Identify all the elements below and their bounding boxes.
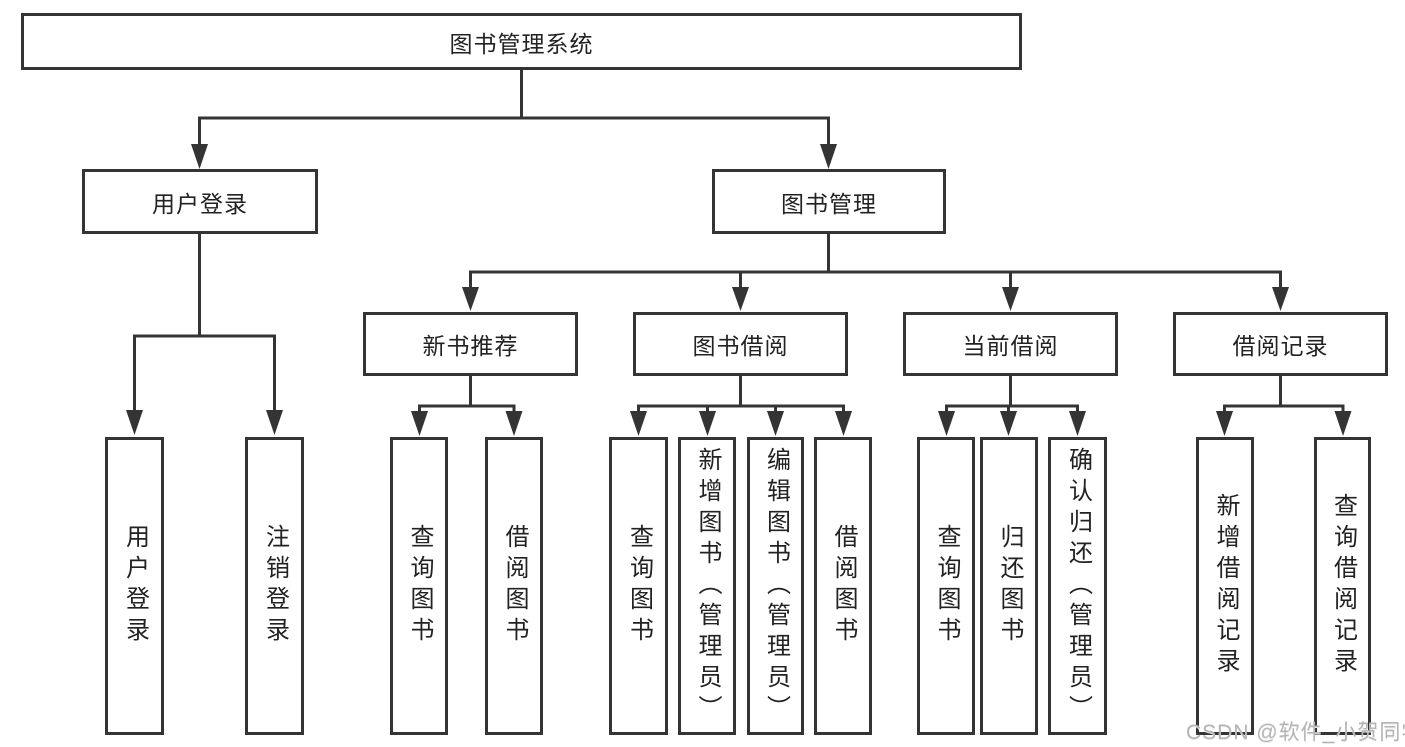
edge-bookborrow-to-leaves	[630, 376, 852, 436]
node-label: 借阅记录	[1232, 333, 1329, 359]
node-label: 新增借阅记录	[1212, 493, 1239, 679]
node-label: 归还图书	[996, 524, 1023, 648]
node-label: 新书推荐	[422, 333, 519, 359]
node-label: 编辑图书（管理员）	[762, 446, 790, 726]
node-label: 图书借阅	[692, 333, 789, 359]
node-label: 借阅图书	[501, 524, 528, 648]
node-user-login: 用户登录	[82, 169, 318, 234]
node-new-book-recommend: 新书推荐	[363, 312, 578, 376]
leaf-query-books-borrow: 查询图书	[609, 437, 668, 735]
leaf-confirm-return-admin: 确认归还（管理员）	[1048, 437, 1107, 735]
node-book-borrowing: 图书借阅	[633, 312, 848, 376]
node-label: 查询借阅记录	[1329, 493, 1357, 679]
leaf-logout: 注销登录	[245, 437, 304, 735]
node-label: 用户登录	[152, 190, 248, 217]
node-label: 图书管理系统	[449, 30, 594, 57]
leaf-query-borrow-record: 查询借阅记录	[1314, 437, 1371, 735]
node-label: 当前借阅	[962, 333, 1059, 359]
node-label: 用户登录	[121, 524, 149, 648]
leaf-add-borrow-record: 新增借阅记录	[1196, 437, 1254, 735]
edge-newbookrec-to-leaves	[411, 376, 523, 436]
node-label: 注销登录	[261, 524, 289, 648]
node-borrowing-records: 借阅记录	[1173, 312, 1388, 376]
leaf-borrow-books: 借阅图书	[814, 437, 872, 735]
node-book-management: 图书管理	[712, 169, 946, 234]
leaf-query-books-current: 查询图书	[917, 437, 975, 735]
node-root-system: 图书管理系统	[21, 13, 1022, 70]
edge-currentborrow-to-leaves	[938, 376, 1086, 436]
node-label: 查询图书	[625, 524, 653, 648]
csdn-watermark: CSDN @软件_小贺同学	[1186, 721, 1405, 744]
leaf-return-book: 归还图书	[980, 437, 1038, 735]
leaf-query-books-recommend: 查询图书	[390, 437, 448, 735]
edge-root-to-level2	[191, 69, 837, 169]
leaf-borrow-books-recommend: 借阅图书	[485, 437, 543, 735]
leaf-add-book-admin: 新增图书（管理员）	[678, 437, 736, 735]
edge-bookmgmt-to-level3	[462, 233, 1289, 311]
leaf-edit-book-admin: 编辑图书（管理员）	[747, 437, 804, 735]
node-label: 新增图书（管理员）	[694, 446, 721, 726]
node-current-borrowing: 当前借阅	[903, 312, 1118, 376]
leaf-user-login: 用户登录	[105, 437, 164, 735]
node-label: 查询图书	[933, 524, 960, 648]
edge-borrowrecords-to-leaves	[1216, 376, 1352, 436]
edge-userlogin-to-leaves	[126, 233, 283, 435]
node-label: 查询图书	[406, 524, 433, 648]
node-label: 图书管理	[781, 190, 877, 217]
node-label: 借阅图书	[830, 524, 857, 648]
node-label: 确认归还（管理员）	[1064, 446, 1092, 726]
